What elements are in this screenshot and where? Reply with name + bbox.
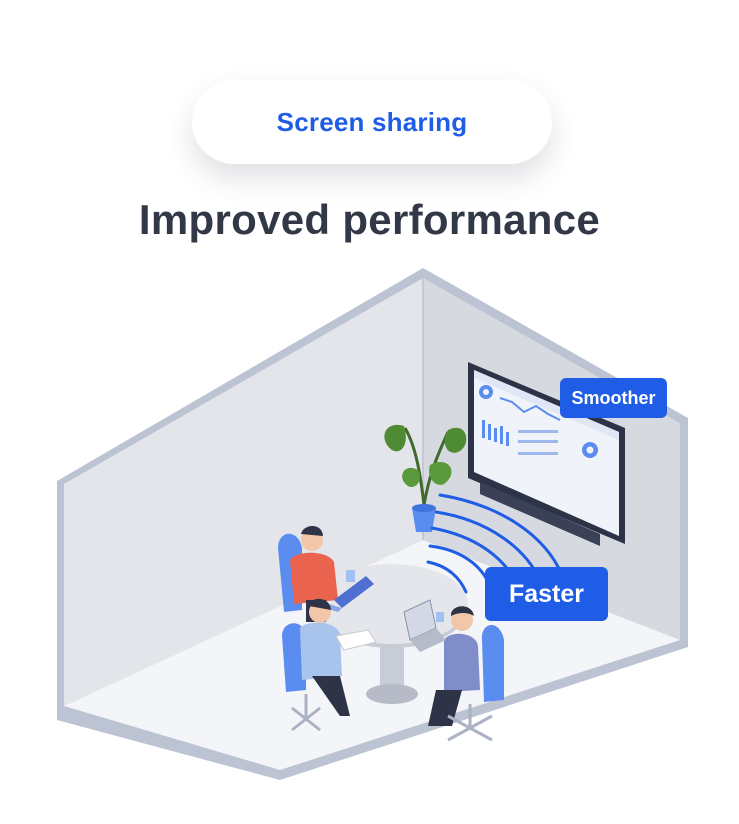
smoother-callout: Smoother [560, 378, 667, 418]
person-laptop-user-icon [428, 606, 504, 726]
cup-icon [346, 570, 355, 582]
person-presenter-icon [278, 526, 338, 622]
plant-icon [384, 424, 467, 532]
feature-badge: Screen sharing [192, 80, 552, 164]
chair-right-icon [447, 704, 493, 742]
person-note-taker-icon [282, 598, 377, 716]
left-wall [64, 278, 423, 706]
faster-callout: Faster [485, 567, 608, 621]
laptop-right-icon [403, 599, 446, 652]
page-headline: Improved performance [138, 196, 601, 243]
chair-left-icon [291, 694, 321, 732]
feature-badge-label: Screen sharing [276, 106, 468, 137]
wall-display-icon [468, 362, 625, 546]
cup-right-icon [436, 612, 444, 622]
